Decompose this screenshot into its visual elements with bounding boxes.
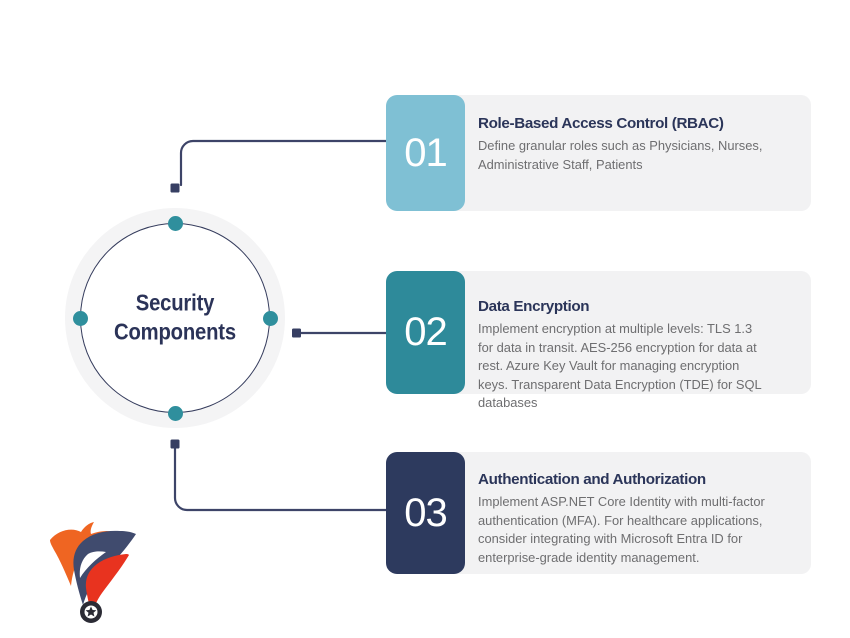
card-body: Role-Based Access Control (RBAC) Define … [465, 95, 783, 211]
logo-wing-red [85, 554, 129, 614]
phoenix-bird-logo [50, 522, 136, 623]
component-card-02[interactable]: 02 Data Encryption Implement encryption … [386, 271, 811, 410]
hub-node-dot-top [167, 215, 183, 231]
connector-endpoint-3 [170, 439, 180, 449]
logo-star-icon [85, 606, 97, 617]
connector-path-1 [179, 139, 388, 187]
card-title: Role-Based Access Control (RBAC) [478, 115, 724, 132]
connector-endpoint-2 [292, 328, 301, 338]
card-body: Authentication and Authorization Impleme… [465, 452, 783, 574]
connector-endpoint-1 [170, 183, 180, 193]
component-card-01[interactable]: 01 Role-Based Access Control (RBAC) Defi… [386, 95, 811, 211]
hub-node-dot-left [72, 310, 88, 326]
hub-node-dot-bottom [167, 405, 183, 421]
card-number-tile: 01 [386, 95, 465, 211]
card-title: Authentication and Authorization [478, 471, 706, 488]
central-hub: Security Components [65, 208, 285, 428]
card-number-tile: 02 [386, 271, 465, 394]
hub-label-line2: Components [114, 319, 236, 345]
connector-path-3 [173, 446, 388, 512]
card-number-tile: 03 [386, 452, 465, 574]
hub-label-line1: Security [135, 289, 215, 316]
card-body: Data Encryption Implement encryption at … [465, 271, 783, 410]
hub-label: Security Components [85, 289, 265, 348]
component-card-03[interactable]: 03 Authentication and Authorization Impl… [386, 452, 811, 574]
card-description: Implement ASP.NET Core Identity with mul… [478, 494, 765, 565]
hub-node-dot-right [262, 310, 278, 326]
card-panel [426, 271, 811, 394]
hub-ring [80, 223, 270, 413]
card-description: Define granular roles such as Physicians… [478, 138, 763, 172]
card-description: Implement encryption at multiple levels:… [478, 321, 762, 411]
card-title: Data Encryption [478, 298, 590, 315]
card-panel [426, 452, 811, 574]
card-panel [426, 95, 811, 211]
